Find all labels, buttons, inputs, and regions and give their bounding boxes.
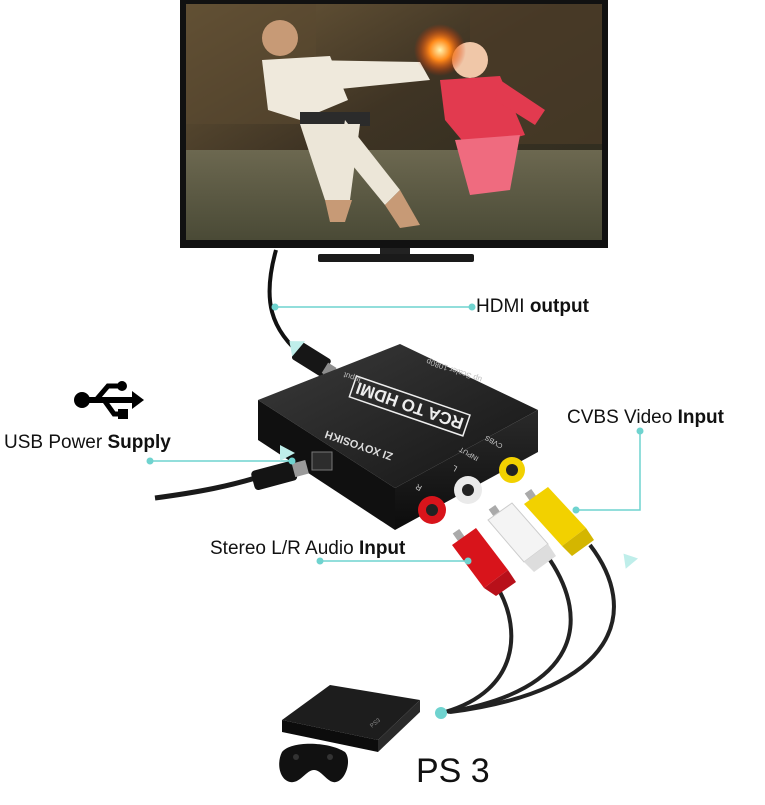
fighter-white-icon [262, 20, 430, 228]
usb-label-bold: Supply [107, 432, 171, 453]
box-top [258, 344, 538, 488]
video-cable [449, 543, 616, 714]
ps3-connection-dot [435, 707, 447, 719]
usb-cable [154, 473, 263, 501]
hdmi-label-bold: output [529, 296, 589, 317]
ps3-console-icon: PS3 [282, 685, 420, 752]
hdmi-output-label: HDMI output [476, 296, 589, 318]
converter-box: RCA TO HDMI ZI XOYOSIKH up Scaler 1080p … [258, 344, 538, 530]
ps3-label: PS 3 [416, 752, 490, 790]
usb-plug [251, 459, 309, 491]
fireball-icon [414, 24, 466, 76]
direction-arrows [280, 341, 638, 569]
tv [180, 0, 608, 262]
box-l-label: L [450, 463, 459, 473]
usb-port [311, 451, 333, 471]
tv-stand [318, 254, 474, 262]
cvbs-label-text: CVBS Video [567, 407, 678, 428]
audio-r-cable [444, 591, 514, 714]
audio-label-bold: Input [358, 538, 406, 559]
rca-jack-left [454, 476, 482, 504]
audio-l-cable [447, 558, 573, 714]
cvbs-label-bold: Input [677, 407, 724, 428]
arrow-up-icon [289, 341, 306, 357]
gamepad-icon [279, 743, 349, 783]
arrow-up-left-icon [623, 553, 638, 569]
box-r-label: R [414, 482, 424, 493]
audio-input-label: Stereo L/R Audio Input [210, 538, 405, 560]
usb-label-text: USB Power [4, 432, 108, 453]
rca-plug-white [487, 502, 556, 572]
usb-power-label: USB Power Supply [4, 432, 171, 454]
leader-dots [146, 303, 644, 719]
hdmi-label-text: HDMI [476, 296, 530, 317]
rca-plug-yellow [524, 487, 594, 556]
rca-jack-video [499, 457, 525, 483]
audio-label-text: Stereo L/R Audio [210, 538, 359, 559]
arrow-right-icon [280, 445, 295, 461]
leader-lines [150, 306, 641, 562]
rca-plug-red [452, 528, 516, 596]
fighter-red-icon [440, 42, 545, 195]
cvbs-leader [576, 431, 641, 511]
rca-jack-right [418, 496, 446, 524]
usb-icon [74, 381, 144, 419]
cvbs-video-label: CVBS Video Input [567, 407, 724, 429]
